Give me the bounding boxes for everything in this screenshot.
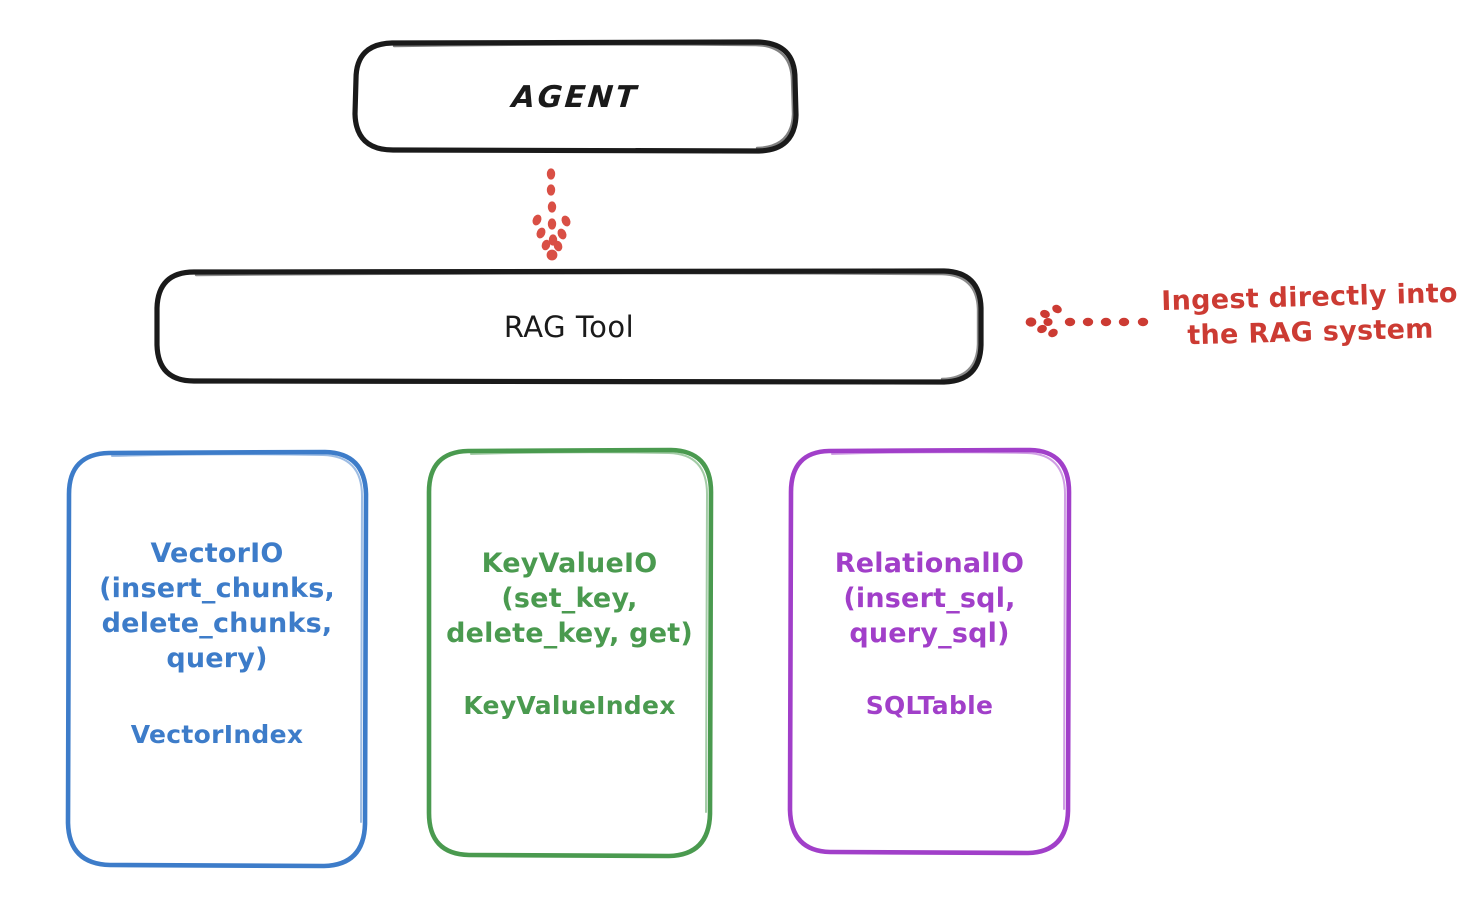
- key-value-io-api-label: KeyValueIO (set_key, delete_key, get): [446, 548, 693, 650]
- relational-io-node[interactable]: RelationalIO (insert_sql, query_sql) SQL…: [790, 450, 1069, 853]
- key-value-index-label: KeyValueIndex: [463, 691, 676, 721]
- vector-index-label: VectorIndex: [130, 720, 304, 750]
- agent-node[interactable]: AGENT: [355, 42, 796, 152]
- vector-io-body: VectorIO (insert_chunks, delete_chunks, …: [68, 536, 366, 749]
- ingest-annotation-label: Ingest directly into the RAG system: [1160, 277, 1459, 352]
- agent-label: AGENT: [510, 79, 641, 115]
- sql-table-label: SQLTable: [865, 691, 994, 721]
- ingest-to-rag-tool-arrow: [1025, 304, 1149, 338]
- vector-io-api-label: VectorIO (insert_chunks, delete_chunks, …: [99, 538, 335, 675]
- key-value-io-node[interactable]: KeyValueIO (set_key, delete_key, get) Ke…: [428, 450, 711, 856]
- agent-to-rag-tool-arrow: [532, 168, 571, 261]
- relational-io-body: RelationalIO (insert_sql, query_sql) SQL…: [790, 546, 1069, 720]
- rag-tool-node[interactable]: RAG Tool: [157, 271, 981, 382]
- vector-io-node[interactable]: VectorIO (insert_chunks, delete_chunks, …: [68, 452, 366, 866]
- key-value-io-body: KeyValueIO (set_key, delete_key, get) Ke…: [428, 546, 711, 720]
- relational-io-api-label: RelationalIO (insert_sql, query_sql): [834, 548, 1025, 650]
- rag-tool-label: RAG Tool: [503, 309, 635, 344]
